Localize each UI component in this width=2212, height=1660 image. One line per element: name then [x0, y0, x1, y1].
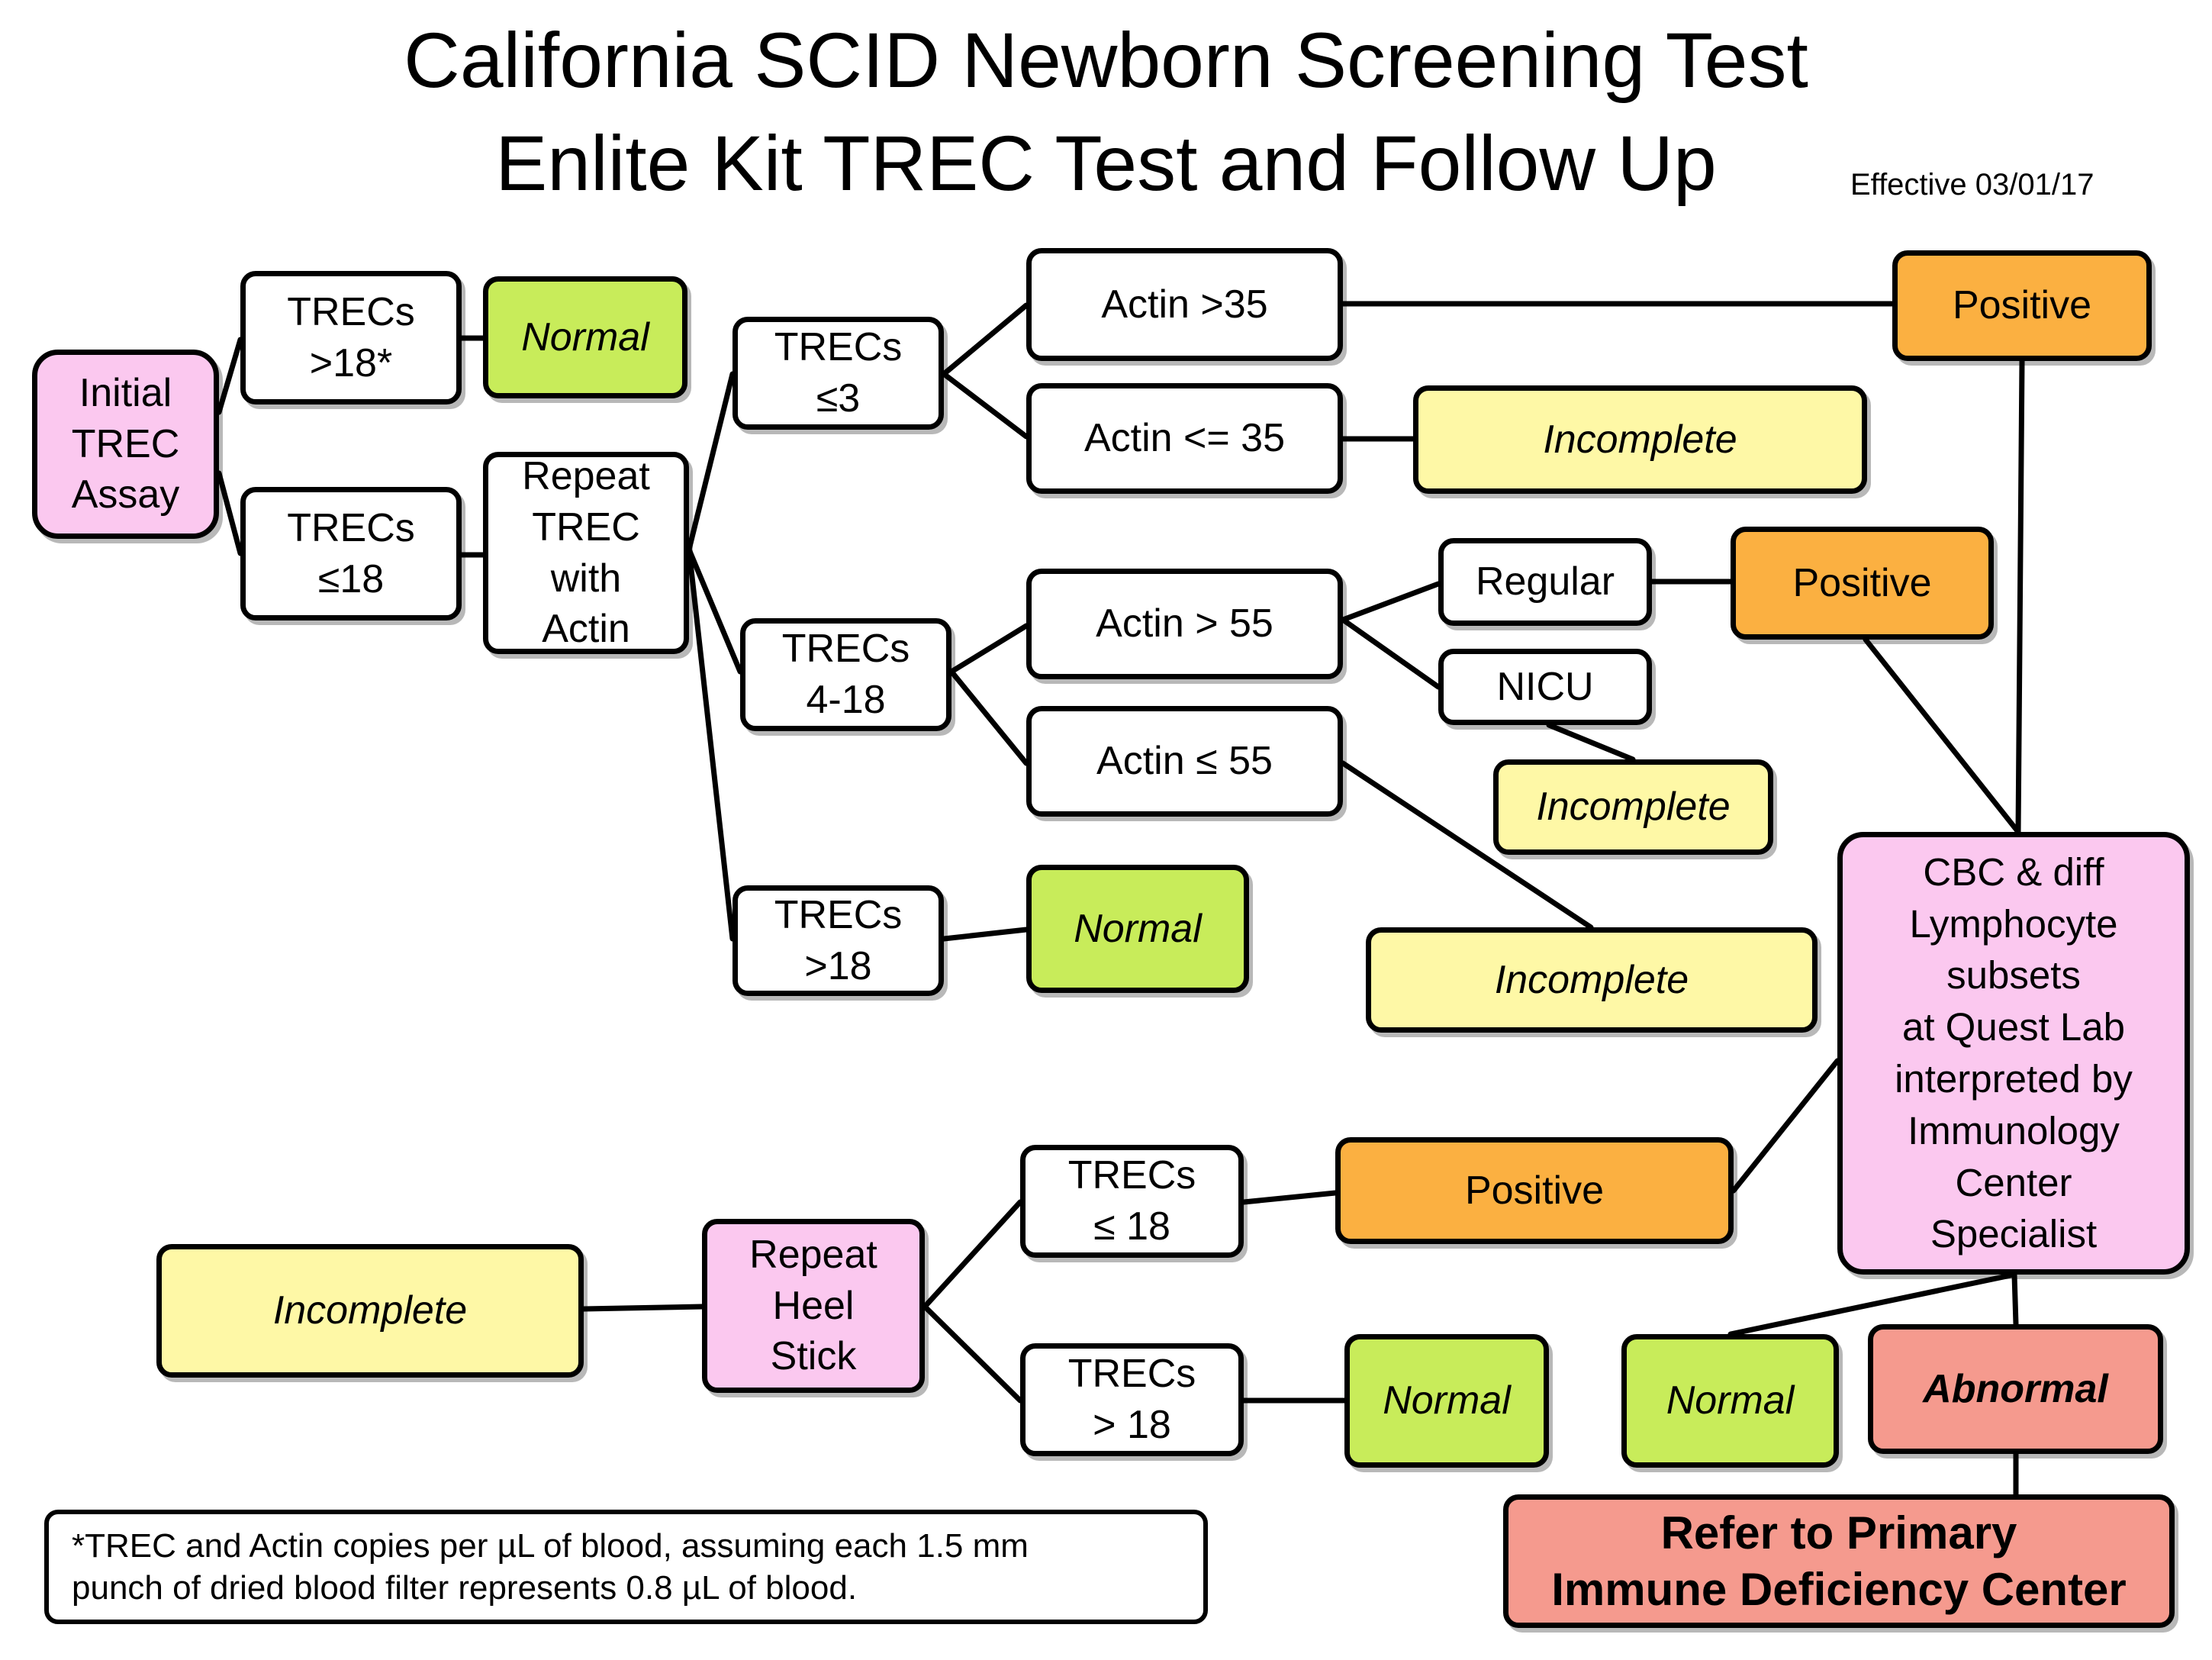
- connector-line: [1340, 617, 1441, 690]
- title-line-2: Enlite Kit TREC Test and Follow Up: [495, 120, 1717, 207]
- connector-line: [216, 470, 243, 556]
- connector-line: [941, 371, 1029, 440]
- footnote-line-2: punch of dried blood filter represents 0…: [72, 1569, 858, 1607]
- connector-line: [922, 1199, 1023, 1310]
- trecs-le3-node: TRECs ≤3: [733, 317, 944, 430]
- footnote-line-1: *TREC and Actin copies per µL of blood, …: [72, 1527, 1029, 1565]
- connector-line: [1863, 637, 2021, 835]
- connector-line: [216, 337, 243, 415]
- trecs-gt18-repeat-node: TRECs >18: [733, 885, 944, 996]
- connector-line: [1340, 581, 1441, 623]
- connector-line: [941, 927, 1029, 942]
- cbc-lymphocyte-subsets-node: CBC & diff Lymphocyte subsets at Quest L…: [1837, 832, 2190, 1275]
- trecs-le18-heel-node: TRECs ≤ 18: [1020, 1145, 1244, 1258]
- normal-node-2: Normal: [1026, 865, 1249, 993]
- actin-le35-node: Actin <= 35: [1026, 383, 1343, 494]
- connector-line: [686, 546, 743, 675]
- connector-line: [941, 302, 1029, 377]
- incomplete-node-2: Incomplete: [1493, 759, 1773, 855]
- connector-line: [2011, 1272, 2019, 1327]
- footnote-box: *TREC and Actin copies per µL of blood, …: [44, 1510, 1208, 1624]
- connector-line: [686, 546, 736, 942]
- abnormal-node: Abnormal: [1868, 1324, 2163, 1454]
- normal-node-1: Normal: [483, 276, 687, 398]
- normal-node-3: Normal: [1344, 1334, 1549, 1468]
- positive-node-2: Positive: [1731, 527, 1994, 640]
- positive-node-3: Positive: [1335, 1137, 1734, 1244]
- nicu-node: NICU: [1438, 649, 1652, 725]
- positive-node-1: Positive: [1892, 250, 2152, 361]
- refer-to-primary-immune-deficiency-center-node: Refer to Primary Immune Deficiency Cente…: [1503, 1494, 2175, 1628]
- regular-node: Regular: [1438, 538, 1652, 626]
- connector-line: [1727, 1272, 2017, 1337]
- repeat-heel-stick-node: Repeat Heel Stick: [702, 1219, 925, 1393]
- connector-line: [948, 623, 1029, 675]
- connector-line: [922, 1304, 1023, 1404]
- trecs-4-18-node: TRECs 4-18: [740, 618, 951, 731]
- effective-date: Effective 03/01/17: [1850, 168, 2094, 201]
- connector-line: [948, 669, 1029, 766]
- connector-line: [1340, 760, 1594, 930]
- actin-gt55-node: Actin > 55: [1026, 569, 1343, 679]
- connector-line: [1546, 722, 1636, 762]
- connector-line: [1241, 1190, 1338, 1205]
- incomplete-node-1: Incomplete: [1413, 385, 1867, 494]
- connector-line: [2015, 358, 2025, 835]
- incomplete-node-4: Incomplete: [156, 1244, 584, 1378]
- normal-node-4: Normal: [1621, 1334, 1839, 1468]
- incomplete-node-3: Incomplete: [1366, 927, 1818, 1033]
- connector-line: [686, 371, 736, 553]
- title-line-1: California SCID Newborn Screening Test: [404, 17, 1808, 104]
- trecs-le18-node: TRECs ≤18: [240, 487, 462, 620]
- actin-le55-node: Actin ≤ 55: [1026, 706, 1343, 817]
- trecs-gt18-heel-node: TRECs > 18: [1020, 1343, 1244, 1456]
- repeat-trec-with-actin-node: Repeat TREC with Actin: [483, 452, 689, 654]
- connector-line: [581, 1304, 705, 1312]
- actin-gt35-node: Actin >35: [1026, 248, 1343, 361]
- trecs-gt18-node: TRECs >18*: [240, 271, 462, 405]
- initial-trec-assay-node: Initial TREC Assay: [32, 350, 219, 539]
- connector-line: [1731, 1058, 1840, 1194]
